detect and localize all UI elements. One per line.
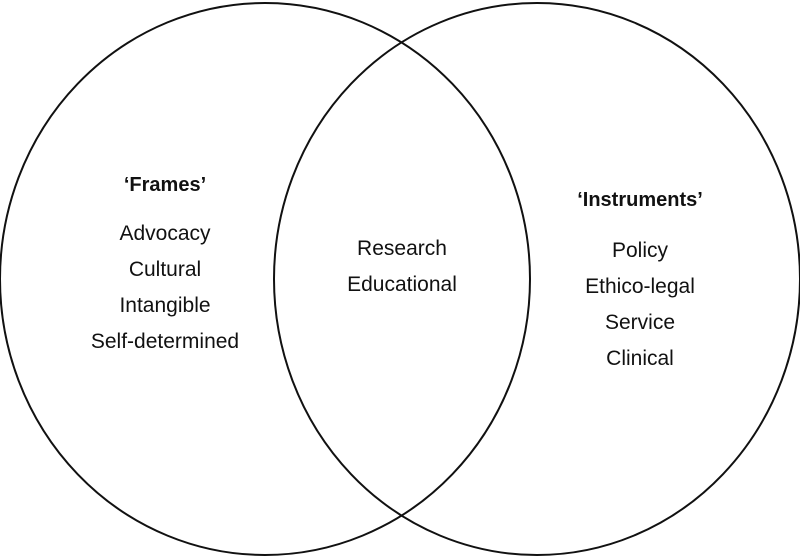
frames-item-self-determined: Self-determined: [90, 330, 240, 353]
instruments-title: ‘Instruments’: [577, 189, 703, 211]
overlap-item-research: Research: [357, 237, 447, 260]
instruments-item-policy: Policy: [611, 239, 669, 262]
frames-title: ‘Frames’: [123, 174, 207, 196]
instruments-item-ethico-legal: Ethico-legal: [585, 275, 695, 298]
overlap-item-educational: Educational: [347, 273, 457, 296]
frames-item-intangible: Intangible: [119, 294, 211, 317]
right-circle: [273, 2, 800, 556]
frames-item-cultural: Cultural: [128, 258, 202, 281]
instruments-item-service: Service: [604, 311, 676, 334]
frames-item-advocacy: Advocacy: [119, 222, 211, 245]
left-circle: [0, 2, 531, 556]
instruments-item-clinical: Clinical: [606, 347, 674, 370]
